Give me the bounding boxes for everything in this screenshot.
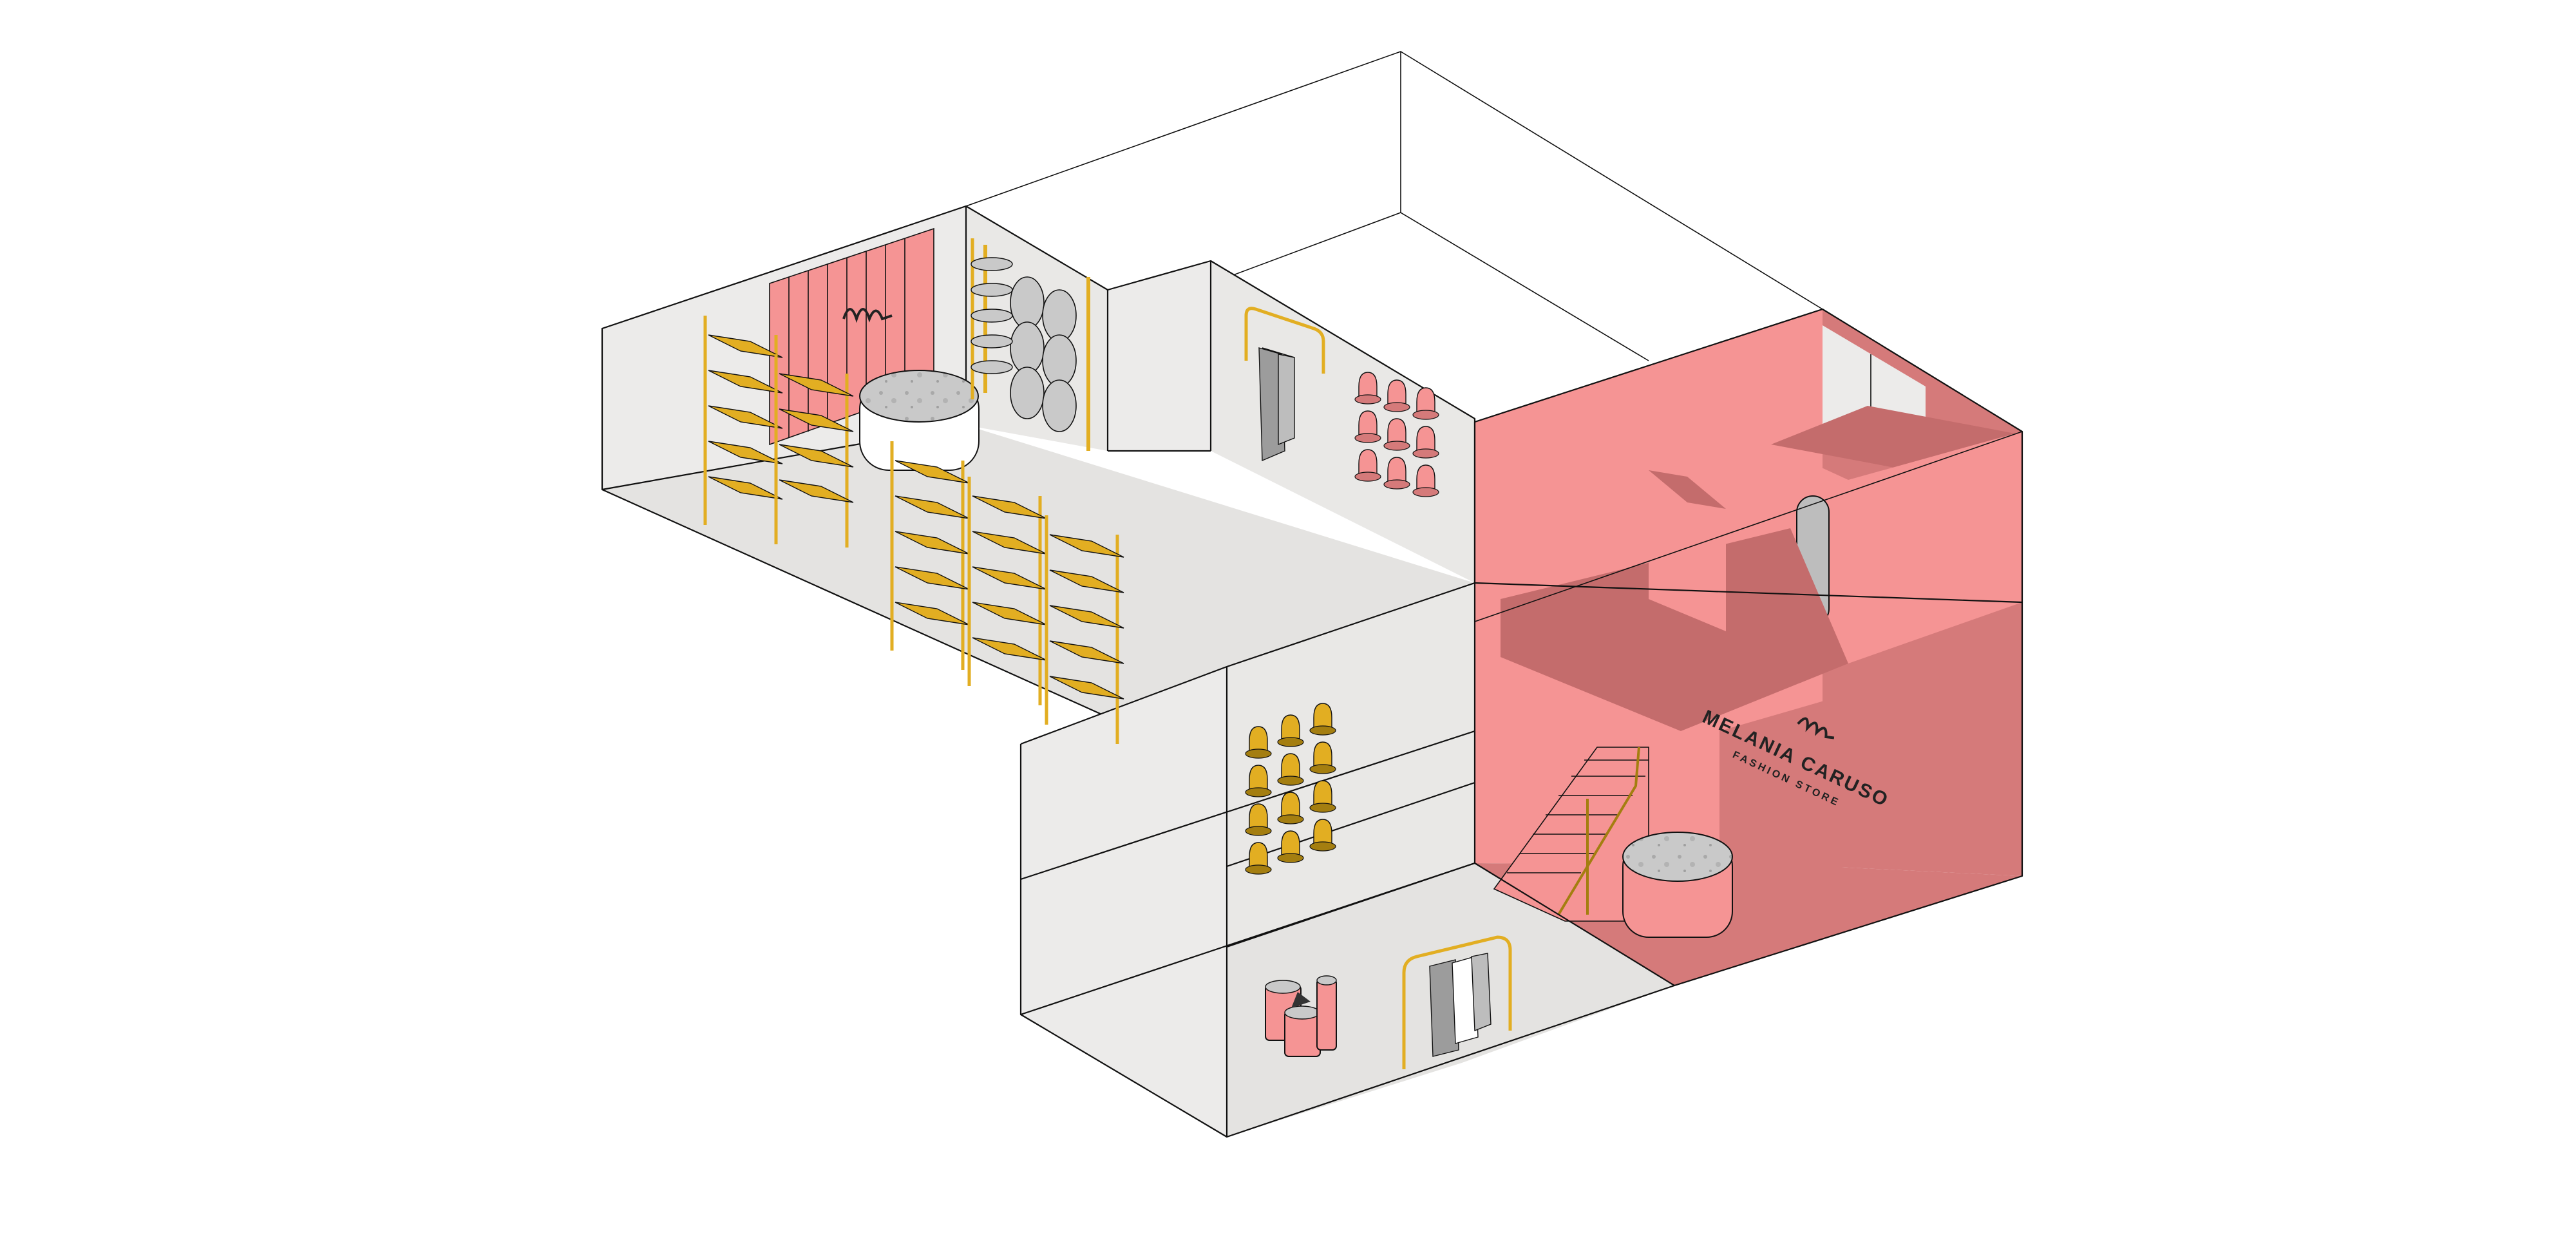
gold-shelf-ledge	[1245, 748, 1272, 759]
gold-wall-shelf	[1313, 819, 1332, 846]
gold-shelf-ledge	[1277, 737, 1304, 747]
gold-wall-shelf	[1281, 792, 1300, 819]
gold-wall-shelf	[1281, 830, 1300, 857]
gold-shelf	[1049, 676, 1124, 700]
gold-shelf-tower	[703, 316, 783, 544]
gold-wall-shelf	[1281, 714, 1300, 741]
gold-shelf	[779, 373, 854, 397]
gold-shelf-ledge	[1277, 776, 1304, 786]
pink-shelf-ledge	[1412, 410, 1439, 420]
middle-room-side-wall	[1211, 261, 1475, 583]
gold-shelf-ledge	[1245, 826, 1272, 836]
gold-shelf	[1049, 640, 1124, 664]
round-mirror-display	[983, 245, 1090, 451]
pink-wall-shelf	[1387, 379, 1406, 406]
pink-shelf-ledge	[1354, 433, 1381, 443]
pink-wall-shelf	[1387, 418, 1406, 445]
pink-wall-shelves	[1354, 372, 1439, 497]
gold-shelf	[708, 476, 783, 500]
gold-shelf	[779, 408, 854, 432]
gold-wall-shelf	[1249, 842, 1268, 869]
middle-room-back-wall	[1108, 261, 1211, 451]
marble-counter	[859, 370, 980, 471]
gold-wall-shelf	[1313, 741, 1332, 768]
gold-wall-shelf	[1249, 803, 1268, 830]
gold-wall-shelf	[1281, 753, 1300, 780]
pink-shelf-ledge	[1354, 394, 1381, 405]
gold-wall-shelf	[1313, 703, 1332, 730]
pink-cylinder-displays	[1265, 975, 1337, 1057]
clothing-rack-lower	[1402, 935, 1512, 1069]
pink-wall-shelf	[1358, 449, 1378, 476]
gold-shelf	[708, 370, 783, 394]
gold-shelf-ledge	[1309, 725, 1336, 736]
gold-wall-shelf	[1249, 726, 1268, 753]
gold-shelf-ledge	[1245, 787, 1272, 797]
gold-wall-shelf	[1313, 780, 1332, 807]
gold-shelf-tower	[774, 354, 854, 548]
gold-shelf-tower	[967, 477, 1047, 705]
gold-shelf	[708, 405, 783, 429]
gold-shelf-ledge	[1309, 841, 1336, 852]
pink-shelf-ledge	[1383, 479, 1410, 490]
pink-wall-shelf	[1358, 410, 1378, 437]
sign-panel	[1719, 696, 1842, 921]
staircase	[1493, 747, 1649, 922]
pink-wall-shelf	[1416, 426, 1435, 453]
gold-shelf	[1049, 605, 1124, 629]
gold-shelf-ledge	[1245, 864, 1272, 875]
signature-m-logo-icon	[842, 308, 893, 323]
gold-shelf	[1049, 569, 1124, 593]
gold-shelving-units	[703, 316, 1124, 744]
gold-wall-shelves	[1245, 703, 1336, 875]
small-shelves-grey	[971, 238, 1013, 399]
pink-shelf-ledge	[1383, 402, 1410, 412]
pink-shelf-ledge	[1383, 441, 1410, 451]
gold-shelf	[779, 444, 854, 468]
gold-shelf-ledge	[1277, 853, 1304, 863]
pink-wall-shelf	[1416, 464, 1435, 491]
gold-shelf-tower	[1045, 515, 1124, 744]
pink-shelf-ledge	[1412, 448, 1439, 459]
pink-wall-shelf	[1387, 457, 1406, 484]
gold-wall-shelf	[1249, 765, 1268, 792]
pink-wall-shelf	[1358, 372, 1378, 399]
cash-counter-pink	[1622, 832, 1733, 938]
gold-shelf	[708, 441, 783, 464]
gold-shelf	[779, 479, 854, 503]
gold-shelf-ledge	[1309, 803, 1336, 813]
gold-shelf-ledge	[1277, 814, 1304, 824]
mezzanine-slab	[1501, 528, 1848, 731]
pink-shelf-ledge	[1354, 472, 1381, 482]
pink-shelf-ledge	[1412, 487, 1439, 497]
lower-room-left-wall	[1021, 667, 1227, 1137]
stair-guard-box-top	[1649, 470, 1726, 509]
gold-shelf	[1049, 534, 1124, 558]
gold-shelf-ledge	[1309, 764, 1336, 774]
signature-m-logo-icon-sign	[1797, 717, 1835, 739]
pink-block	[1473, 308, 2023, 987]
upper-floor-outline	[965, 50, 1823, 361]
upper-room-box-side	[1848, 432, 2022, 663]
clothing-rack-upper	[1244, 307, 1325, 462]
pink-wall-shelf	[1416, 387, 1435, 414]
gold-shelf	[708, 334, 783, 358]
